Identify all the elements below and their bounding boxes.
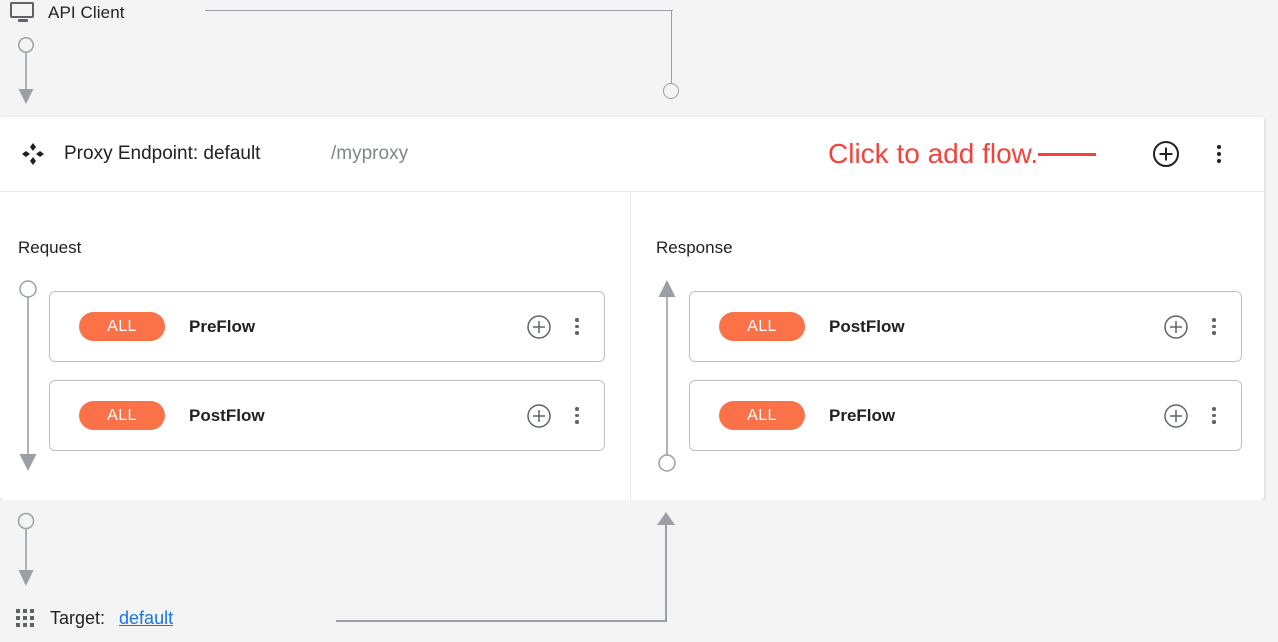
client-connector-vertical-line bbox=[671, 10, 672, 83]
drag-handle-icon[interactable] bbox=[21, 142, 45, 166]
flow-card[interactable]: ALL PreFlow bbox=[689, 380, 1242, 451]
flow-name: PreFlow bbox=[829, 405, 896, 425]
target-connector-vertical-line bbox=[665, 524, 667, 621]
flow-name: PreFlow bbox=[189, 316, 256, 336]
proxy-endpoint-menu-button[interactable] bbox=[1209, 140, 1229, 168]
response-flow-list: ALL PostFlow ALL PreFlow bbox=[689, 291, 1242, 451]
proxy-endpoint-card: Proxy Endpoint: default /myproxy Click t… bbox=[0, 117, 1264, 500]
target-link[interactable]: default bbox=[119, 607, 174, 628]
plus-circle-icon[interactable] bbox=[526, 403, 552, 429]
flow-badge: ALL bbox=[79, 401, 165, 430]
flow-name: PostFlow bbox=[189, 405, 265, 425]
api-client-label: API Client bbox=[48, 3, 125, 22]
kebab-menu-icon[interactable] bbox=[1205, 314, 1223, 340]
request-inbound-arrow bbox=[18, 37, 34, 104]
request-column-title: Request bbox=[18, 238, 82, 257]
client-connector-endpoint-circle bbox=[663, 83, 679, 99]
add-flow-button[interactable] bbox=[1152, 140, 1180, 168]
response-column: Response bbox=[631, 193, 1264, 500]
target-label: Target: bbox=[50, 607, 106, 628]
target-connector-horizontal-line bbox=[336, 620, 667, 622]
add-flow-annotation: Click to add flow. bbox=[828, 138, 1097, 169]
target-node: Target: default bbox=[14, 607, 173, 629]
target-connector-arrowhead bbox=[657, 512, 675, 525]
proxy-endpoint-header: Proxy Endpoint: default /myproxy Click t… bbox=[0, 117, 1264, 192]
api-client-band: API Client bbox=[0, 0, 1278, 117]
flow-badge: ALL bbox=[719, 312, 805, 341]
api-client-node[interactable]: API Client bbox=[10, 2, 125, 24]
add-flow-annotation-text: Click to add flow. bbox=[828, 138, 1039, 169]
grid-icon bbox=[14, 607, 36, 629]
request-column: Request ALL PreFlow bbox=[0, 193, 631, 500]
flow-card[interactable]: ALL PostFlow bbox=[689, 291, 1242, 362]
proxy-endpoint-path: /myproxy bbox=[331, 143, 409, 164]
response-flow-rail-arrow bbox=[658, 280, 676, 472]
proxy-endpoint-title: Proxy Endpoint: default bbox=[64, 143, 261, 164]
flow-columns: Request ALL PreFlow bbox=[0, 193, 1264, 500]
client-connector-horizontal-line bbox=[205, 10, 673, 11]
kebab-menu-icon[interactable] bbox=[568, 314, 586, 340]
flow-card[interactable]: ALL PostFlow bbox=[49, 380, 605, 451]
target-outbound-arrow bbox=[17, 512, 35, 586]
kebab-menu-icon[interactable] bbox=[568, 403, 586, 429]
plus-circle-icon[interactable] bbox=[526, 314, 552, 340]
flow-badge: ALL bbox=[719, 401, 805, 430]
plus-circle-icon[interactable] bbox=[1163, 314, 1189, 340]
plus-circle-icon[interactable] bbox=[1163, 403, 1189, 429]
target-band bbox=[0, 500, 1278, 642]
flow-card[interactable]: ALL PreFlow bbox=[49, 291, 605, 362]
response-column-title: Response bbox=[656, 238, 733, 257]
flow-badge: ALL bbox=[79, 312, 165, 341]
flow-name: PostFlow bbox=[829, 316, 905, 336]
request-flow-rail-arrow bbox=[19, 280, 37, 471]
request-flow-list: ALL PreFlow ALL P bbox=[49, 291, 605, 451]
add-flow-annotation-pointer-line bbox=[1038, 152, 1097, 156]
kebab-menu-icon[interactable] bbox=[1205, 403, 1223, 429]
monitor-icon bbox=[10, 2, 36, 24]
